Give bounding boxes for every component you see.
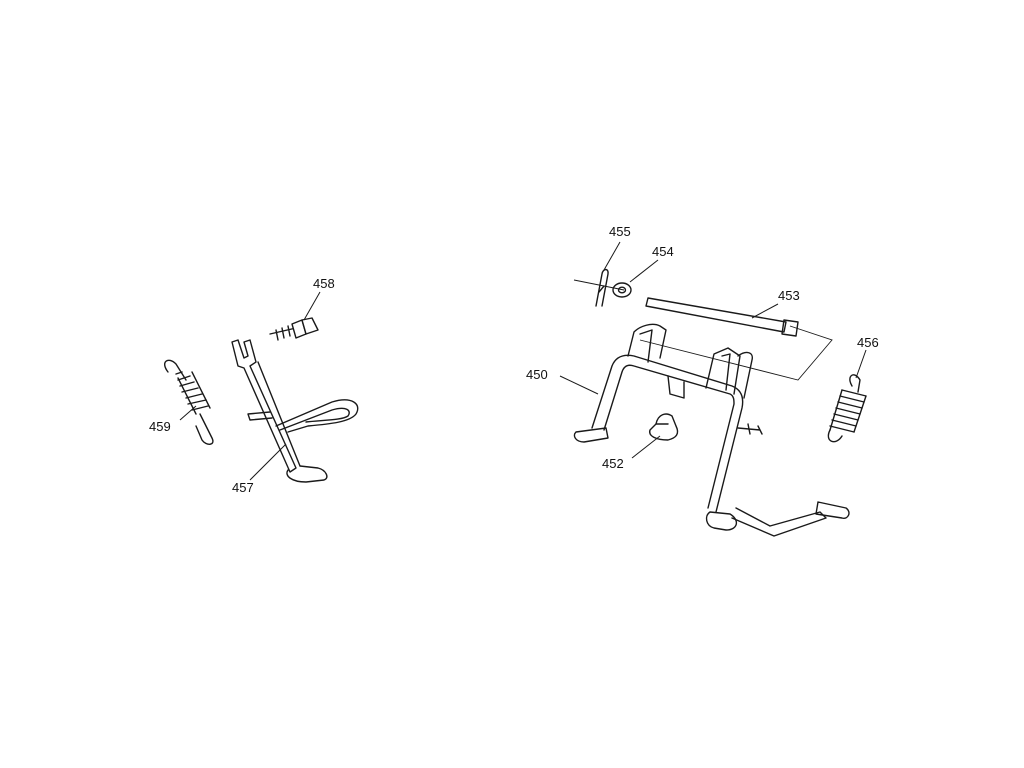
leader-452 xyxy=(631,435,661,459)
callout-455: 455 xyxy=(609,224,631,239)
spring-456 xyxy=(827,374,867,443)
callout-457: 457 xyxy=(232,480,254,495)
callout-453: 453 xyxy=(778,288,800,303)
callout-454: 454 xyxy=(652,244,674,259)
callout-450: 450 xyxy=(526,367,548,382)
leader-455 xyxy=(603,241,621,271)
leader-454 xyxy=(629,259,659,283)
shaft-453 xyxy=(645,297,799,337)
leader-453 xyxy=(751,303,779,319)
main-stand-450 xyxy=(573,323,850,537)
bolt-458 xyxy=(269,317,319,341)
callout-456: 456 xyxy=(857,335,879,350)
cotter-pin-455 xyxy=(595,268,609,307)
leader-457 xyxy=(249,443,287,481)
stopper-452 xyxy=(649,413,679,441)
callout-459: 459 xyxy=(149,419,171,434)
leader-458 xyxy=(303,291,321,321)
spring-459 xyxy=(164,359,214,445)
leader-450 xyxy=(559,375,599,395)
pivot-axis-box xyxy=(639,325,833,381)
callout-452: 452 xyxy=(602,456,624,471)
callout-458: 458 xyxy=(313,276,335,291)
leader-459 xyxy=(179,405,197,421)
washer-454 xyxy=(612,282,632,298)
leader-456 xyxy=(855,349,867,379)
side-stand-457 xyxy=(231,339,359,483)
pivot-axis-line xyxy=(573,279,625,291)
